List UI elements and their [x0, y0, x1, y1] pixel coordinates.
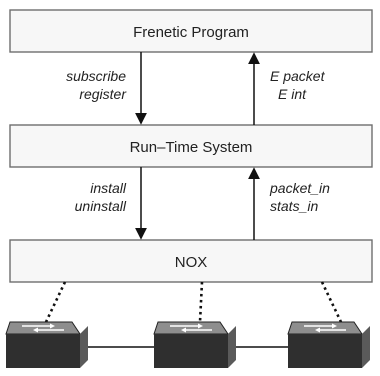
frenetic-program-label: Frenetic Program — [133, 24, 249, 41]
edge-label-stats-in: stats_in — [270, 198, 318, 214]
edge-label-install: install — [90, 180, 127, 196]
edge-label-subscribe: subscribe — [66, 68, 126, 84]
run-time-system-box: Run–Time System — [9, 124, 373, 168]
run-time-system-label: Run–Time System — [130, 139, 253, 156]
dotted-link-right — [320, 281, 343, 323]
edge-label-uninstall: uninstall — [75, 198, 127, 214]
edge-label-e-packet: E packet — [270, 68, 326, 84]
switch-icon-right — [287, 321, 370, 368]
frenetic-program-box: Frenetic Program — [9, 9, 373, 53]
dotted-link-left — [44, 281, 67, 323]
edge-label-register: register — [79, 86, 127, 102]
edge-label-packet-in: packet_in — [269, 180, 330, 196]
switch-icon-left — [5, 321, 88, 368]
switch-icon-middle — [153, 321, 236, 368]
dotted-link-middle — [198, 281, 204, 323]
nox-box: NOX — [9, 239, 373, 283]
nox-label: NOX — [175, 254, 208, 271]
edge-label-e-int: E int — [278, 86, 307, 102]
